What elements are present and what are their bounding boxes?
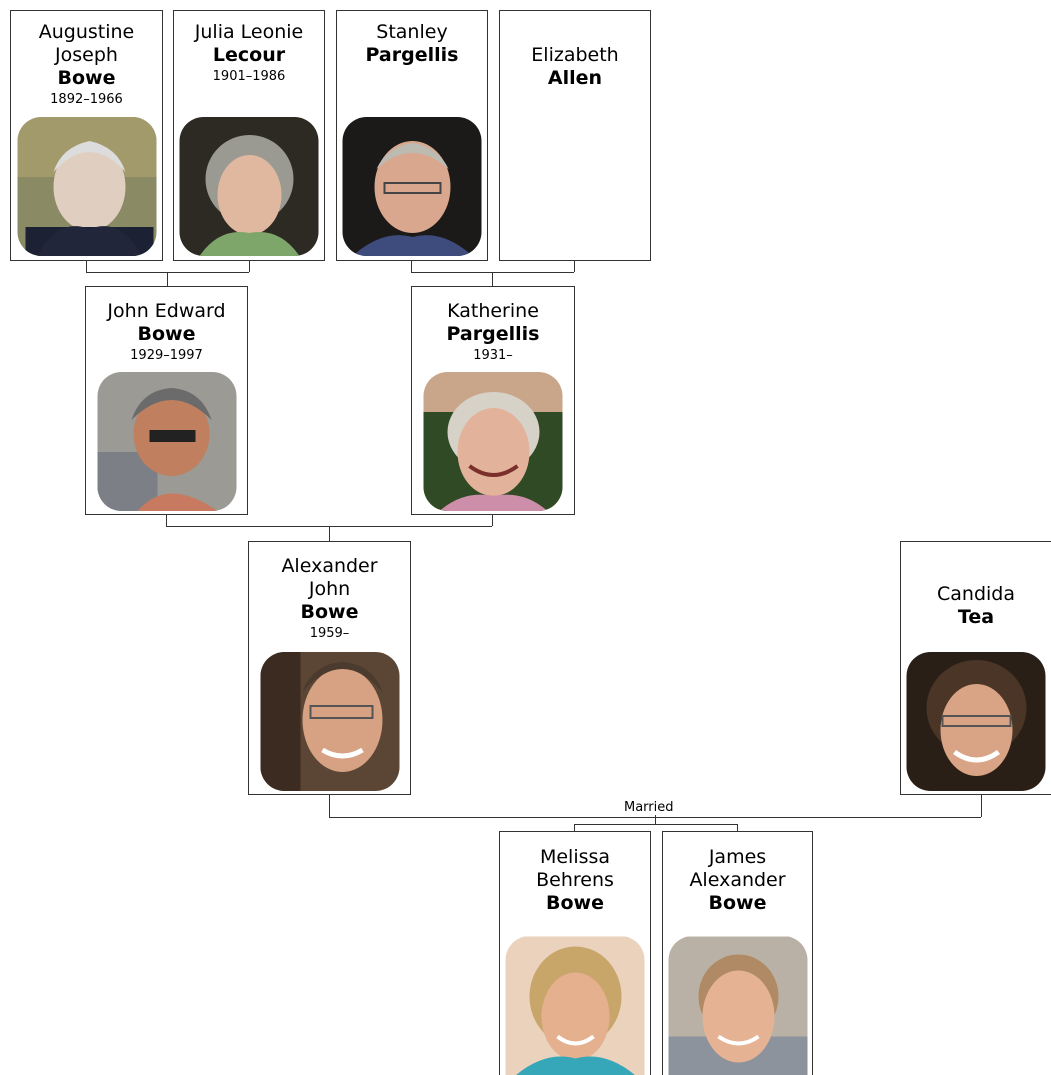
- surname: Bowe: [137, 323, 196, 345]
- given-name: Elizabeth: [531, 44, 619, 66]
- portrait-photo: [260, 652, 399, 791]
- given-name: Alexander John: [281, 555, 378, 600]
- given-name: Katherine: [447, 300, 539, 322]
- connector: [411, 261, 412, 272]
- life-years: 1892–1966: [50, 92, 123, 107]
- life-years: 1959–: [309, 626, 350, 641]
- surname: Lecour: [212, 44, 286, 66]
- connector: [574, 261, 575, 272]
- person-card-augustine[interactable]: Augustine Joseph Bowe 1892–1966: [10, 10, 163, 261]
- portrait-photo: [97, 372, 236, 511]
- given-name: John Edward: [107, 300, 226, 322]
- surname: Bowe: [546, 892, 604, 914]
- surname: Allen: [547, 67, 603, 89]
- connector: [492, 272, 493, 286]
- given-name: Stanley: [376, 21, 448, 43]
- connector: [574, 824, 575, 831]
- portrait-photo: [17, 117, 156, 256]
- person-card-james[interactable]: James Alexander Bowe: [662, 831, 813, 1075]
- surname: Tea: [957, 606, 995, 628]
- connector: [86, 261, 87, 272]
- given-name: Melissa Behrens: [536, 846, 614, 891]
- person-card-katherine[interactable]: Katherine Pargellis 1931–: [411, 286, 575, 515]
- surname: Bowe: [708, 892, 767, 914]
- portrait-photo: [505, 936, 645, 1075]
- life-years: 1931–: [473, 348, 513, 363]
- connector: [167, 272, 168, 286]
- portrait-photo: [342, 117, 482, 256]
- person-card-stanley[interactable]: Stanley Pargellis: [336, 10, 488, 261]
- surname: Pargellis: [365, 44, 459, 66]
- connector: [737, 824, 738, 831]
- life-years: 1901–1986: [212, 69, 286, 84]
- sibling-line: [574, 824, 737, 825]
- given-name: Julia Leonie: [194, 21, 304, 43]
- connector: [329, 526, 330, 541]
- connector: [249, 261, 250, 272]
- person-card-john[interactable]: John Edward Bowe 1929–1997: [85, 286, 248, 515]
- surname: Bowe: [57, 67, 116, 89]
- given-name: Augustine Joseph: [38, 21, 135, 66]
- surname: Bowe: [300, 601, 359, 623]
- connector: [166, 515, 167, 526]
- person-card-alexander[interactable]: Alexander John Bowe 1959–: [248, 541, 411, 795]
- union-label: Married: [622, 800, 676, 815]
- person-card-elizabeth[interactable]: Elizabeth Allen: [499, 10, 651, 261]
- connector: [981, 795, 982, 817]
- connector: [329, 795, 330, 817]
- portrait-photo: [668, 936, 807, 1075]
- connector: [492, 515, 493, 526]
- given-name: Candida: [937, 583, 1015, 605]
- portrait-photo: [423, 372, 563, 511]
- person-card-candida[interactable]: Candida Tea: [900, 541, 1051, 795]
- connector: [655, 808, 656, 824]
- person-card-melissa[interactable]: Melissa Behrens Bowe: [499, 831, 651, 1075]
- given-name: James Alexander: [689, 846, 786, 891]
- portrait-photo: [179, 117, 319, 256]
- person-card-julia[interactable]: Julia Leonie Lecour 1901–1986: [173, 10, 325, 261]
- life-years: 1929–1997: [130, 348, 203, 363]
- surname: Pargellis: [446, 323, 540, 345]
- portrait-photo: [906, 652, 1046, 791]
